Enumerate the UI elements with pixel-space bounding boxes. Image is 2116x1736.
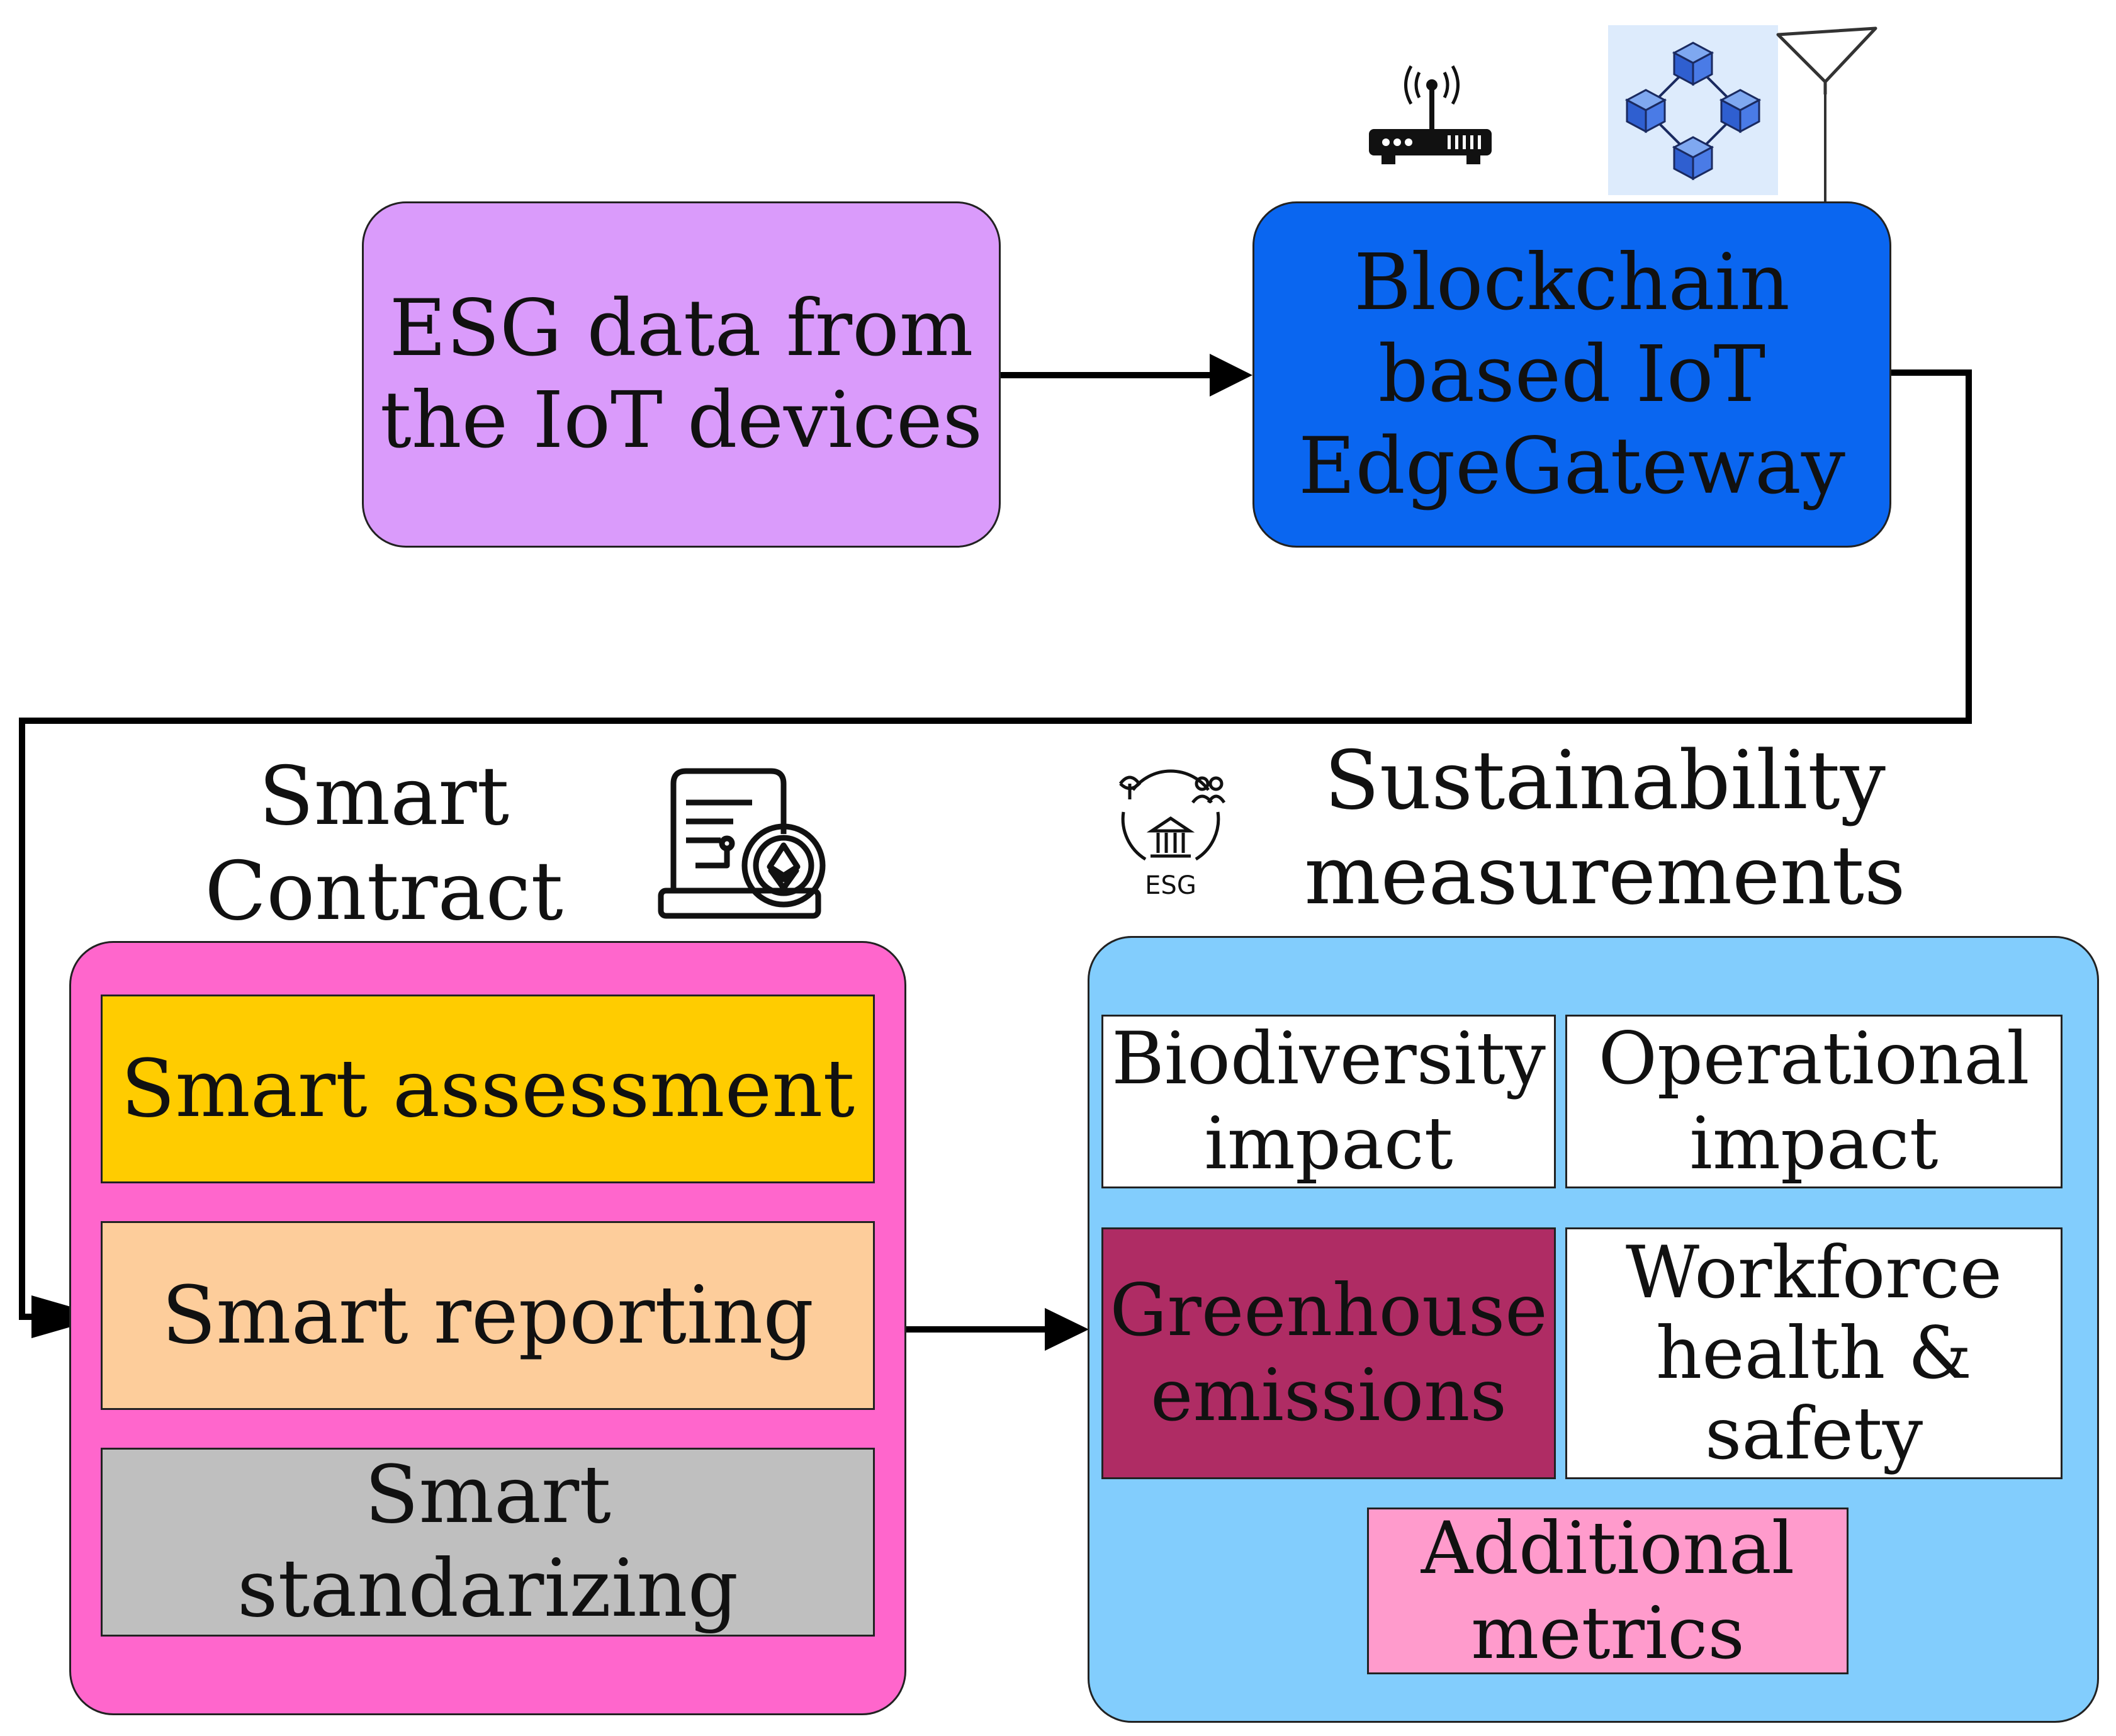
arrow-head-gateway <box>1210 354 1252 397</box>
greenhouse-line-2: emissions <box>1150 1353 1507 1437</box>
gateway-line-3: EdgeGateway <box>1298 421 1845 512</box>
operational-line-1: Operational <box>1598 1017 2030 1101</box>
smart-reporting-item: Smart reporting <box>101 1221 875 1410</box>
workforce-line-1: Workforce <box>1625 1231 2003 1315</box>
smart-contract-title: Smart Contract <box>201 749 566 939</box>
source-line-2: the IoT devices <box>380 375 983 466</box>
sustainability-title: Sustainability measurements <box>1290 733 1920 923</box>
biodiversity-cell: Biodiversity impact <box>1101 1015 1556 1188</box>
additional-metrics-line-1: Additional <box>1421 1506 1795 1590</box>
sustainability-title-line-2: measurements <box>1304 829 1906 923</box>
greenhouse-line-1: Greenhouse <box>1110 1268 1548 1353</box>
source-line-1: ESG data from <box>389 283 974 374</box>
additional-metrics-line-2: metrics <box>1471 1591 1745 1675</box>
workforce-cell: Workforce health & safety <box>1565 1227 2063 1479</box>
additional-metrics-cell: Additional metrics <box>1367 1506 1849 1675</box>
operational-cell: Operational impact <box>1565 1015 2063 1188</box>
workforce-line-3: safety <box>1704 1391 1923 1475</box>
source-box: ESG data from the IoT devices <box>362 201 1001 548</box>
smart-assessment-label: Smart assessment <box>121 1042 855 1135</box>
sustainability-title-line-1: Sustainability <box>1324 734 1886 828</box>
esg-cycle-icon: ESG <box>1119 769 1226 900</box>
gateway-line-1: Blockchain <box>1354 237 1790 328</box>
smart-standarizing-item: Smart standarizing <box>101 1448 875 1637</box>
smart-standarizing-label: Smart standarizing <box>237 1448 739 1635</box>
workforce-line-2: health & <box>1655 1311 1972 1395</box>
antenna-icon <box>1776 26 1877 94</box>
arrow-head-contract <box>31 1295 106 1338</box>
arrow-gateway-to-contract <box>19 369 1972 1320</box>
router-icon <box>1369 65 1492 164</box>
operational-line-2: impact <box>1689 1102 1939 1185</box>
smart-reporting-label: Smart reporting <box>161 1268 814 1361</box>
smart-assessment-item: Smart assessment <box>101 995 875 1183</box>
smart-contract-title-line-1: Smart <box>259 750 509 843</box>
blockchain-network-icon <box>1608 25 1778 195</box>
gateway-box: Blockchain based IoT EdgeGateway <box>1252 201 1891 548</box>
smart-contract-title-line-2: Contract <box>205 845 563 939</box>
esg-icon-label: ESG <box>1145 871 1196 900</box>
arrow-head-sustainability <box>1045 1308 1089 1351</box>
gateway-line-2: based IoT <box>1378 329 1766 420</box>
biodiversity-line-1: Biodiversity <box>1111 1017 1546 1101</box>
smart-contract-icon <box>658 768 826 919</box>
biodiversity-line-2: impact <box>1204 1102 1453 1185</box>
greenhouse-cell: Greenhouse emissions <box>1101 1227 1556 1479</box>
